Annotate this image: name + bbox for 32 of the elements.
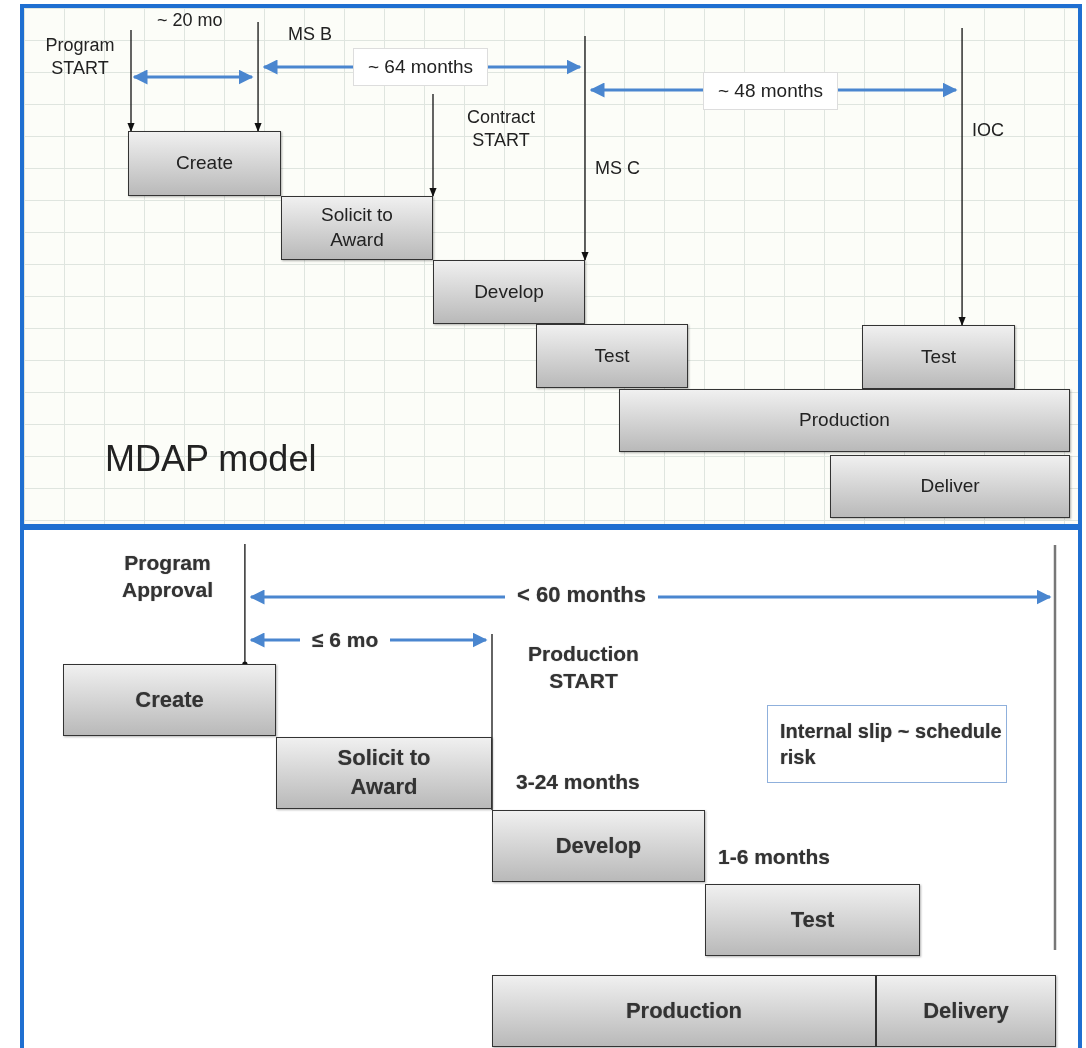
milestone-label: MS B [254,22,340,48]
panel-title: MDAP model [105,438,317,480]
phase-bar: Test [536,324,688,388]
milestone-label: Program Approval [100,544,249,608]
phase-bar: Create [63,664,276,736]
phase-bar: Delivery [876,975,1056,1047]
duration-label: ~ 48 months [703,72,839,110]
milestone-arrow [127,29,135,132]
milestone-arrow [429,93,437,197]
phase-bar: Test [862,325,1015,389]
milestone-arrow [958,27,966,326]
milestone-label: MS C [581,36,646,180]
milestone-label: Production START [488,634,665,700]
milestone-label: Contract START [429,94,555,164]
phase-bar: Production [619,389,1070,452]
duration-label: 3-24 months [516,770,640,794]
duration-label: ~ 64 months [353,48,489,86]
phase-bar: Develop [492,810,705,882]
note-box: Internal slip ~ schedule risk [767,705,1007,783]
milestone-label: IOC [958,28,1010,142]
duration-label: 1-6 months [718,845,830,869]
phase-bar: Production [492,975,876,1047]
milestone-label: Program START [36,30,132,84]
duration-label: ~ 20 mo [157,10,223,31]
phase-bar: Test [705,884,920,956]
phase-bar: Create [128,131,281,196]
phase-bar: Deliver [830,455,1070,518]
phase-bar: Solicit to Award [276,737,492,809]
milestone-arrow [581,35,589,261]
phase-bar: Develop [433,260,585,324]
phase-bar: Solicit to Award [281,196,433,260]
milestone-arrow [254,21,262,132]
